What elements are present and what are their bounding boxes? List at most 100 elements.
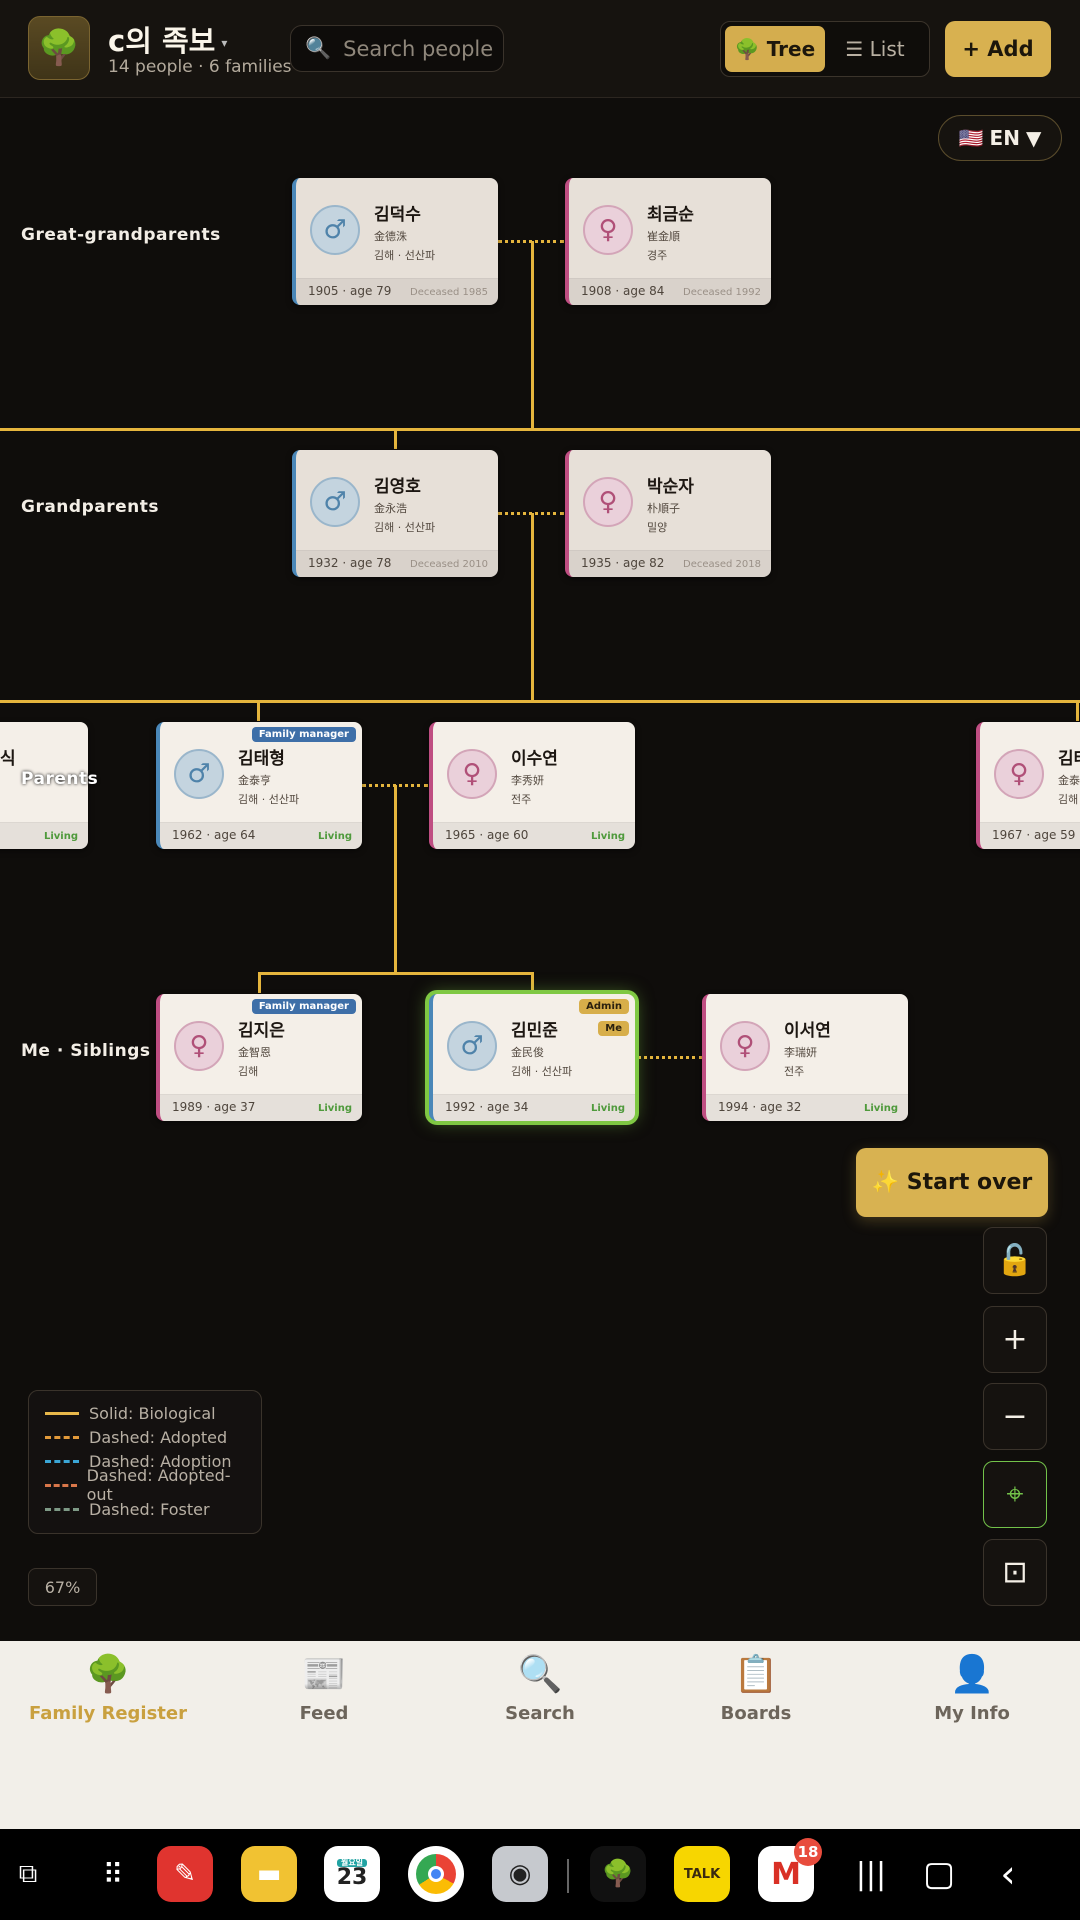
card-footer [296,550,498,577]
clipboard-icon: 📋 [733,1654,779,1695]
plus-icon: + [1002,1322,1028,1357]
person-card[interactable]: ♀ 최금순 崔金順 경주 1908 · age 84 Deceased 1992 [565,178,771,305]
person-clan: 전주 [784,1065,805,1078]
person-years: 1905 · age 79 [308,284,392,298]
tab-feed[interactable]: 📰 Feed [216,1651,432,1724]
add-person-button[interactable]: + Add [945,21,1051,77]
person-name: 김태 [1058,749,1080,769]
home-button-icon[interactable]: ▢ [922,1854,956,1894]
family-manager-badge: Family manager [251,727,356,742]
notes-app-icon[interactable]: ✎ [157,1846,213,1902]
person-card[interactable]: ♀ 박순자 朴順子 밀양 1935 · age 82 Deceased 2018 [565,450,771,577]
zoom-out-button[interactable]: − [983,1383,1047,1450]
person-card[interactable]: ♂ 김덕수 金德洙 김해 · 선산파 1905 · age 79 Decease… [292,178,498,305]
person-hanja: 金永浩 [374,502,407,515]
line-legend: Solid: Biological Dashed: Adopted Dashed… [28,1390,262,1534]
female-icon: ♀ [994,749,1044,799]
tab-search[interactable]: 🔍 Search [432,1651,648,1724]
tab-label: Family Register [28,1703,187,1724]
person-card-partial[interactable]: 식 Living [0,722,88,849]
search-input[interactable]: 🔍 Search people [290,25,504,72]
child-drop-line [258,973,261,993]
family-tree-app-icon[interactable]: 🌳 [590,1846,646,1902]
zoom-in-button[interactable]: + [983,1306,1047,1373]
child-drop-line [531,973,534,993]
person-name: 이서연 [784,1021,831,1041]
person-hanja: 金泰亨 [238,774,271,787]
person-card-partial[interactable]: ♀ 김태 金泰 김해 1967 · age 59 [976,722,1080,849]
tab-family-register[interactable]: 🌳 Family Register [0,1651,216,1724]
person-card-me[interactable]: Admin Me ♂ 김민준 金民俊 김해 · 선산파 1992 · age 3… [429,994,635,1121]
tab-my-info[interactable]: 👤 My Info [864,1651,1080,1724]
person-card[interactable]: ♀ 이수연 李秀妍 전주 1965 · age 60 Living [429,722,635,849]
tab-tree-view[interactable]: 🌳 Tree [725,26,825,72]
female-icon: ♀ [720,1021,770,1071]
person-status: Living [590,1103,625,1114]
family-stats: 14 people · 6 families [108,57,292,77]
dock-divider [567,1859,569,1893]
child-drop-line [1076,701,1079,721]
us-flag-icon: 🇺🇸 [958,126,984,150]
card-footer [980,822,1080,849]
tab-list-view[interactable]: ☰ List [825,26,925,72]
family-title-dropdown[interactable]: c의 족보▾ [108,18,227,60]
language-selector[interactable]: 🇺🇸 EN ▼ [938,115,1062,161]
person-years: 1908 · age 84 [581,284,665,298]
legend-label: Dashed: Adopted-out [86,1466,231,1504]
person-clan: 전주 [511,793,532,806]
back-button-icon[interactable]: ‹ [1000,1852,1016,1896]
generation-line [0,700,1080,703]
legend-swatch [45,1507,79,1511]
person-status: Living [863,1103,898,1114]
app-header: 🌳 c의 족보▾ 14 people · 6 families 🔍 Search… [0,0,1080,98]
tree-icon: 🌳 [734,37,760,61]
female-icon: ♀ [447,749,497,799]
fit-view-button[interactable]: ⊡ [983,1539,1047,1606]
descent-line [394,785,397,973]
tree-logo-icon[interactable]: 🌳 [28,16,90,80]
app-drawer-icon[interactable]: ⠿ [102,1857,124,1891]
tab-label: Boards [720,1703,792,1724]
person-name: 식 [0,749,16,769]
chrome-logo [416,1854,456,1894]
calendar-app-icon[interactable]: 월요일 23 [324,1846,380,1902]
locate-me-button[interactable]: ⌖ [983,1461,1047,1528]
newspaper-icon: 📰 [301,1654,347,1695]
sibling-line [258,972,534,975]
legend-swatch [45,1435,79,1439]
chrome-app-icon[interactable] [408,1846,464,1902]
person-clan: 김해 [1058,793,1079,806]
magnifier-icon: 🔍 [517,1654,563,1695]
user-icon: 👤 [949,1654,995,1695]
files-app-icon[interactable]: ▬ [241,1846,297,1902]
camera-app-icon[interactable]: ◉ [492,1846,548,1902]
generation-line [0,428,1080,431]
person-card[interactable]: Family manager ♂ 김태형 金泰亨 김해 · 선산파 1962 ·… [156,722,362,849]
recents-button-icon[interactable]: ||| [855,1856,887,1892]
male-icon: ♂ [310,205,360,255]
unlock-icon: 🔓 [996,1243,1034,1278]
person-card[interactable]: ♀ 이서연 李瑞妍 전주 1994 · age 32 Living [702,994,908,1121]
legend-item: Solid: Biological [45,1401,245,1425]
person-years: 1967 · age 59 [992,828,1076,842]
kakaotalk-app-icon[interactable]: TALK [674,1846,730,1902]
male-icon: ♂ [447,1021,497,1071]
person-status: Deceased 1985 [410,287,488,298]
person-status: Deceased 1992 [683,287,761,298]
family-tree-canvas[interactable]: Great-grandparents Grandparents Me · Sib… [0,99,1080,1641]
lock-toggle-button[interactable]: 🔓 [983,1227,1047,1294]
tab-boards[interactable]: 📋 Boards [648,1651,864,1724]
person-hanja: 金民俊 [511,1046,544,1059]
search-icon: 🔍 [305,36,332,60]
start-over-button[interactable]: ✨ Start over [856,1148,1048,1217]
calendar-weekday: 월요일 [336,1859,368,1867]
spouse-connector [637,1056,703,1059]
legend-label: Dashed: Foster [89,1499,210,1519]
recent-apps-icon[interactable]: ⧉ [18,1858,38,1889]
tab-label: Feed [299,1703,349,1724]
person-card[interactable]: ♂ 김영호 金永浩 김해 · 선산파 1932 · age 78 Decease… [292,450,498,577]
child-drop-line [394,429,397,449]
admin-badge: Admin [579,999,629,1014]
person-card[interactable]: Family manager ♀ 김지은 金智恩 김해 1989 · age 3… [156,994,362,1121]
